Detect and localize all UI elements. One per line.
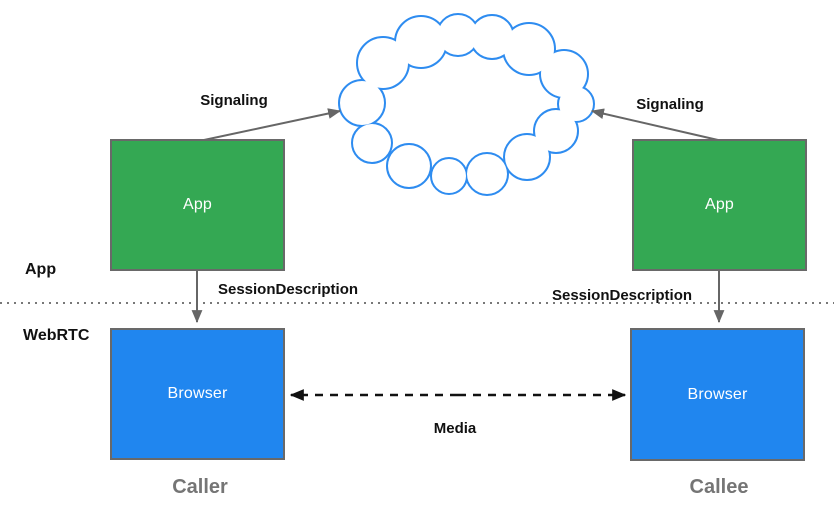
app-node-caller: App: [110, 139, 285, 271]
app-node-caller-label: App: [182, 196, 213, 213]
signaling-label-right: Signaling: [636, 96, 704, 113]
app-node-callee-label: App: [704, 196, 735, 213]
session-description-label-right: SessionDescription: [551, 287, 693, 304]
session-description-label-left: SessionDescription: [217, 281, 359, 298]
media-label: Media: [433, 420, 477, 437]
browser-node-caller-label: Browser: [167, 385, 228, 402]
callee-label: Callee: [689, 476, 749, 498]
browser-node-caller: Browser: [110, 328, 285, 460]
cloud-icon: [338, 13, 595, 196]
layer-label-app: App: [25, 261, 57, 278]
signaling-arrow-right: [590, 108, 719, 141]
browser-node-callee-label: Browser: [687, 385, 748, 403]
signaling-arrow-left: [203, 108, 342, 141]
signaling-label-left: Signaling: [200, 92, 268, 109]
app-node-callee: App: [632, 139, 807, 271]
caller-label: Caller: [172, 476, 228, 498]
layer-label-webrtc: WebRTC: [23, 327, 90, 344]
browser-node-callee: Browser: [630, 328, 805, 461]
